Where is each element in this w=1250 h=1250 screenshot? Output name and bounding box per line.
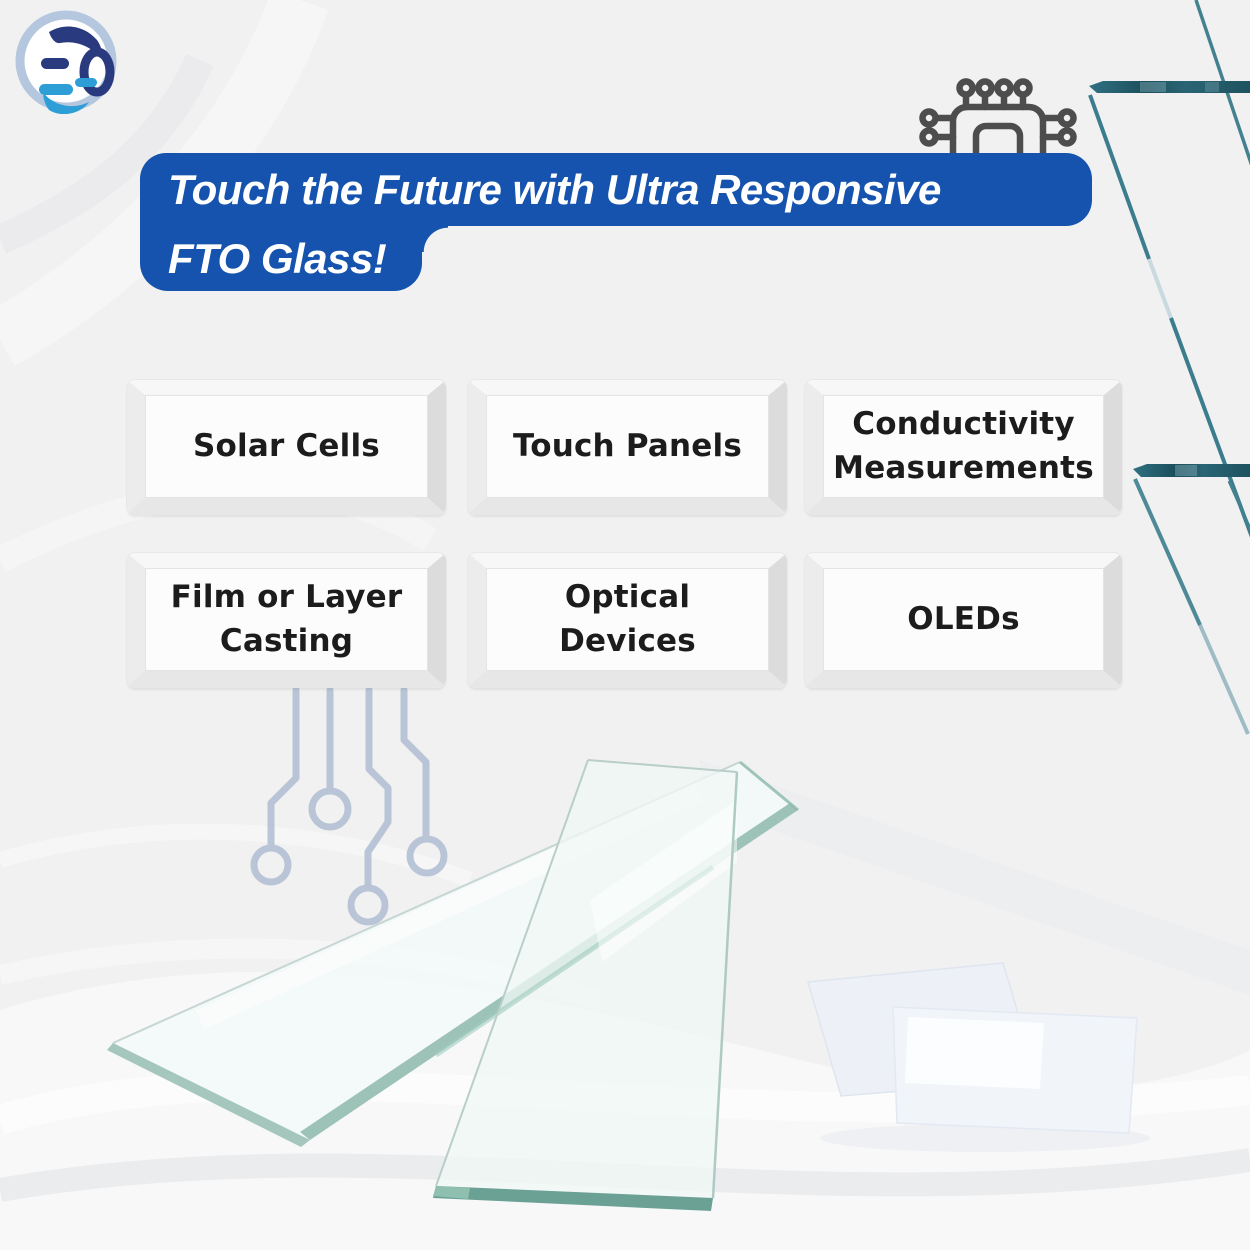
- headline-text-line2: FTO Glass!: [168, 234, 387, 282]
- glass-slide-front: [433, 759, 739, 1211]
- button-label: Touch Panels: [512, 427, 742, 464]
- button-label: Conductivity Measurements: [833, 406, 1094, 486]
- headline-text-line1: Touch the Future with Ultra Responsive: [168, 165, 941, 213]
- headline-banner-fillet: [422, 226, 448, 252]
- brand-logo-badge: [15, 10, 117, 114]
- key-button-oleds[interactable]: OLEDs: [805, 553, 1122, 687]
- microchip-icon: [919, 78, 1077, 182]
- glass-sample-front: [892, 1006, 1138, 1134]
- key-button-touch-panels[interactable]: Touch Panels: [468, 380, 787, 514]
- key-button-conductivity-measurements[interactable]: Conductivity Measurements: [805, 380, 1122, 514]
- button-label: OLEDs: [907, 600, 1020, 637]
- key-button-optical-devices[interactable]: Optical Devices: [468, 553, 787, 687]
- button-label: Film or Layer Casting: [170, 579, 403, 659]
- key-button-film-or-layer-casting[interactable]: Film or Layer Casting: [127, 553, 446, 687]
- button-label: Optical Devices: [559, 579, 696, 659]
- glass-pane-middle-right: [1133, 464, 1250, 735]
- button-label: Solar Cells: [193, 427, 380, 464]
- key-button-solar-cells[interactable]: Solar Cells: [127, 380, 446, 514]
- headline-banner-line2: FTO Glass!: [140, 226, 422, 291]
- headline-banner-line1: Touch the Future with Ultra Responsive: [140, 153, 1092, 226]
